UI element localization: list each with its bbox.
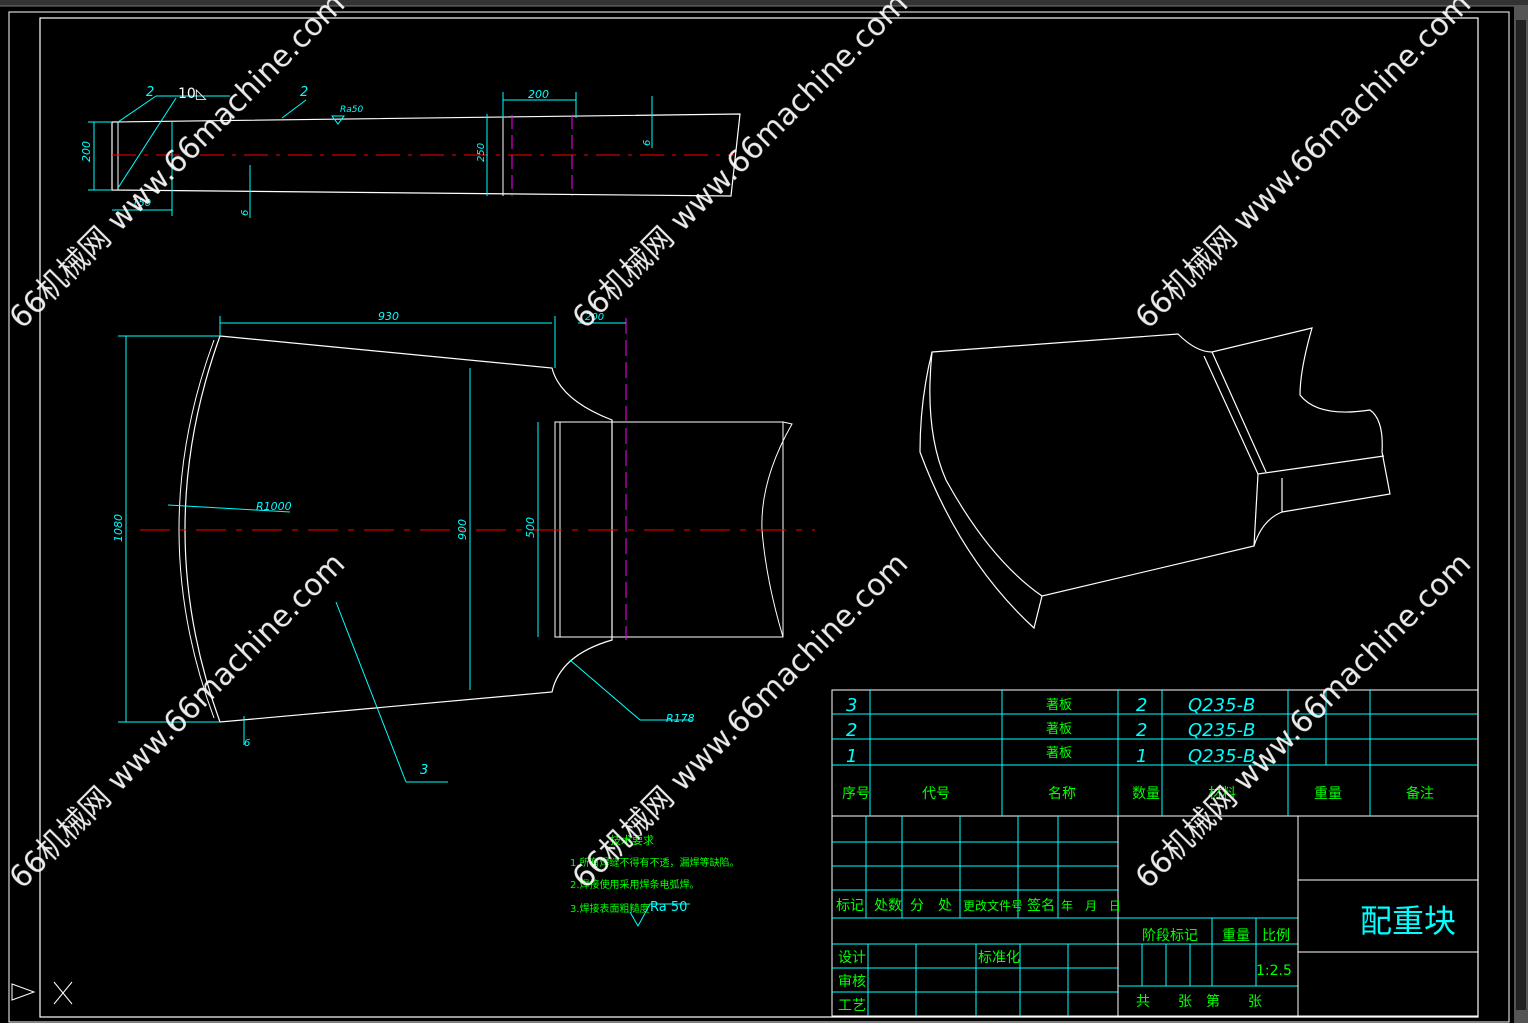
bom-header-no: 序号: [842, 786, 870, 802]
bom-row3-name: 著板: [1046, 746, 1072, 761]
top-view-outline: [111, 113, 741, 197]
bom-header-code: 代号: [922, 786, 950, 802]
tb-label-design: 设计: [838, 950, 866, 966]
ucs-icon: [11, 981, 73, 1005]
front-view: 930 200 1080 900 500 R1000 R178 6 3: [112, 310, 815, 783]
dim-text-top-right: 200: [585, 312, 604, 323]
leader-r178: [569, 659, 641, 721]
note-1: 1.所有焊缝不得有不透，漏焊等缺陷。: [570, 856, 740, 869]
roughness-label: Ra50: [340, 105, 363, 115]
weld-leader-3: [281, 99, 307, 119]
inner-frame: [39, 17, 1479, 1018]
tb-label-sign: 签名: [1027, 897, 1055, 914]
drawing-title: 配重块: [1360, 902, 1456, 940]
tb-scale-value: 1:2.5: [1256, 963, 1292, 979]
weld-leader-1: [117, 95, 157, 123]
bom-row1-no: 3: [846, 695, 857, 716]
bom-header-name: 名称: [1048, 786, 1076, 802]
tb-label-date: 年 月 日: [1061, 899, 1121, 913]
notes-roughness-symbol: [629, 903, 690, 928]
bom-row3-no: 1: [846, 746, 857, 767]
dim-text-1080: 1080: [112, 514, 125, 542]
watermark-2: 66机械网 www.66machine.com: [566, 0, 915, 336]
watermark-1: 66机械网 www.66machine.com: [3, 0, 352, 336]
bom-row1-material: Q235-B: [1188, 695, 1255, 716]
top-view: 2 10◺ 2 Ra50 200 200 250 6 6 150: [80, 85, 741, 218]
weld-leader-2: [117, 97, 177, 189]
tb-label-check: 审核: [838, 974, 866, 990]
dim-text-930: 930: [378, 310, 399, 323]
title-block-frame: [831, 689, 1479, 1017]
note-3: 3.焊接表面粗糙度: [570, 902, 650, 915]
tb-label-weight: 重量: [1222, 928, 1250, 944]
watermarks: 66机械网 www.66machine.com 66机械网 www.66mach…: [3, 0, 1478, 896]
tb-label-count: 处数: [874, 898, 902, 914]
tb-label-ratio: 比例: [1262, 928, 1290, 944]
watermark-3: 66机械网 www.66machine.com: [1129, 0, 1478, 336]
bom-header-qty: 数量: [1132, 786, 1160, 802]
leader-r1000: [167, 504, 291, 513]
roughness-symbol: [331, 115, 345, 125]
part-callout-3: 3: [420, 763, 428, 778]
tb-label-total: 共 张 第 张: [1136, 993, 1262, 1010]
bom-header-material: 材料: [1208, 786, 1236, 802]
dim-text-bottom: 150: [132, 198, 151, 209]
outer-frame: [8, 11, 1510, 1023]
top-scroll-strip[interactable]: [0, 0, 1528, 6]
notes-roughness-value: Ra 50: [650, 900, 687, 915]
bom-row2-material: Q235-B: [1188, 720, 1255, 741]
tb-label-standard: 标准化: [978, 950, 1020, 966]
iso-step-edge-3: [1253, 473, 1259, 547]
weld-callout-right: 2: [300, 85, 308, 100]
weld-symbol-label: 10◺: [178, 86, 207, 102]
iso-outline: [919, 327, 1391, 630]
weld-callout-left: 2: [146, 85, 154, 100]
iso-step-edge: [1203, 355, 1385, 475]
bom-row1-qty: 2: [1136, 695, 1147, 716]
bom-table: [831, 689, 1479, 1017]
watermark-4: 66机械网 www.66machine.com: [3, 546, 352, 895]
iso-step-edge-2: [1211, 351, 1267, 473]
note-2: 2.焊接使用采用焊条电弧焊。: [570, 878, 700, 891]
tb-label-mark: 标记: [836, 898, 864, 914]
technical-notes: 技术要求 1.所有焊缝不得有不透，漏焊等缺陷。 2.焊接使用采用焊条电弧焊。 3…: [570, 834, 740, 928]
dim-text-6: 6: [244, 738, 250, 749]
bom-header-weight: 重量: [1314, 786, 1342, 802]
ucs-arrow-icon: [11, 983, 36, 1001]
title-block: [832, 816, 1478, 1016]
dim-text-200-horizontal: 200: [528, 88, 549, 101]
ucs-x-stroke-2: [53, 981, 73, 1005]
tb-label-doc: 更改文件号: [963, 898, 1023, 913]
bom-row2-no: 2: [846, 720, 857, 741]
leader-part-3: [335, 601, 407, 783]
tb-label-process: 工艺: [838, 998, 866, 1014]
plate-arc-inner: [178, 339, 215, 719]
dim-text-500: 500: [524, 517, 537, 538]
dim-text-900: 900: [456, 519, 469, 540]
tb-label-stage: 阶段标记: [1142, 928, 1198, 944]
iso-front-curve: [929, 351, 1043, 597]
title-block-texts: 标记 处数 分 处 更改文件号 签名 年 月 日 设计 标准化 审核 工艺 阶段…: [836, 897, 1456, 1014]
bom-row2-name: 著板: [1046, 722, 1072, 737]
isometric-view: [919, 327, 1391, 630]
bom-row3-qty: 1: [1136, 746, 1147, 767]
scrollbar-track[interactable]: [1516, 20, 1526, 1010]
label-r1000: R1000: [256, 500, 292, 513]
bom-texts: 3 著板 2 Q235-B 2 著板 2 Q235-B 1 著板 1 Q235-…: [842, 695, 1434, 802]
dim-text-thickness-2: 6: [240, 210, 251, 216]
bom-row1-name: 著板: [1046, 698, 1072, 713]
bom-header-remark: 备注: [1406, 785, 1434, 802]
label-r178: R178: [666, 712, 695, 725]
dim-text-thickness: 6: [642, 140, 653, 146]
dim-text-250: 250: [476, 143, 487, 162]
bom-row2-qty: 2: [1136, 720, 1147, 741]
notes-heading: 技术要求: [610, 834, 654, 847]
dim-text-200-vertical: 200: [80, 141, 93, 162]
watermark-6: 66机械网 www.66machine.com: [1129, 546, 1478, 895]
watermark-5: 66机械网 www.66machine.com: [566, 546, 915, 895]
plate-outline: [184, 335, 613, 723]
tb-label-zone: 分 处: [910, 898, 952, 914]
bom-row3-material: Q235-B: [1188, 746, 1255, 767]
